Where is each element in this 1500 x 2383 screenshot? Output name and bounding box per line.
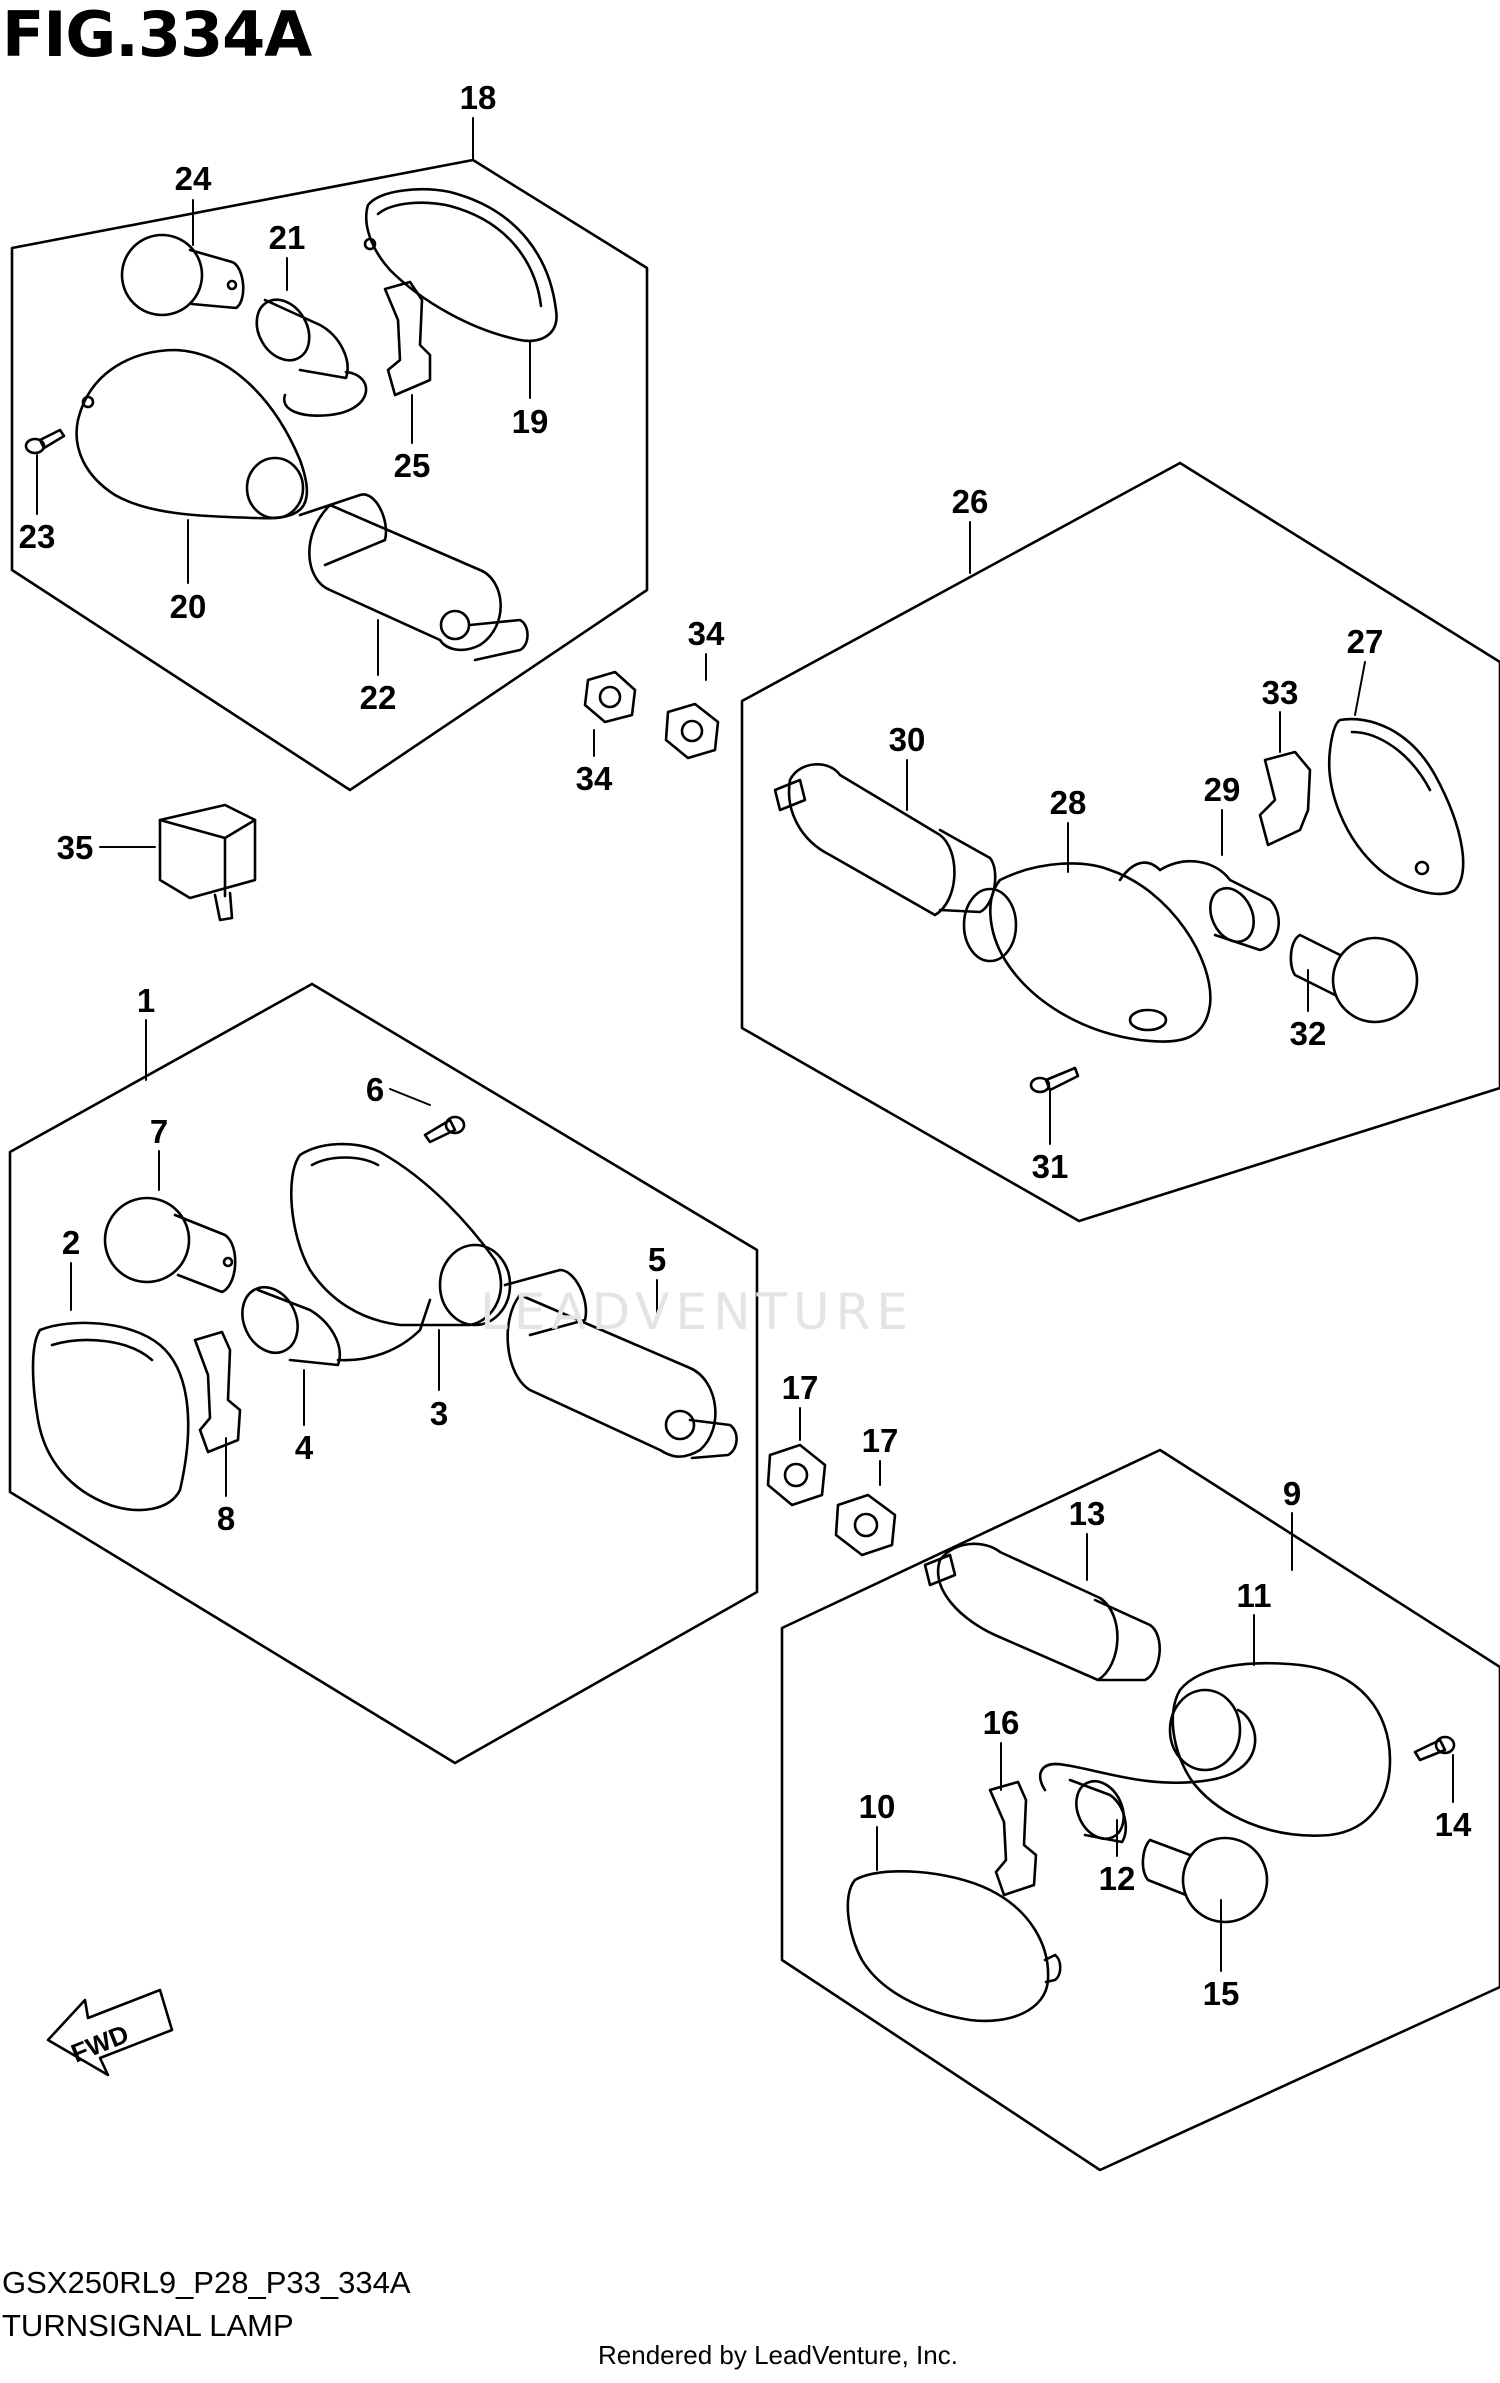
group-frame-1 [8, 982, 759, 1765]
housing-28 [962, 862, 1212, 1043]
screw-14 [1413, 1735, 1456, 1762]
callout-c5: 5 [648, 1241, 666, 1278]
callout-c2: 2 [62, 1224, 80, 1261]
clip-16 [988, 1780, 1038, 1897]
group-frame-9 [780, 1448, 1500, 2172]
bulb-15 [1141, 1836, 1269, 1924]
callout-c26: 26 [952, 483, 989, 520]
rendered-by-credit: Rendered by LeadVenture, Inc. [598, 2340, 958, 2370]
bulb-32 [1289, 933, 1419, 1024]
group-frame-18 [10, 158, 649, 792]
socket-29 [1118, 859, 1280, 952]
callout-c33: 33 [1262, 674, 1299, 711]
lens-27 [1327, 717, 1465, 896]
callout-c30: 30 [889, 721, 926, 758]
nut-17-lower [834, 1493, 897, 1557]
figure-title: FIG.334A [2, 0, 312, 71]
callout-c27: 27 [1347, 623, 1384, 660]
housing-20 [75, 348, 309, 520]
relay-35 [158, 803, 257, 922]
callout-c18: 18 [460, 79, 497, 116]
callout-c17a: 17 [782, 1369, 819, 1406]
callout-labels: 1824211925232022263434273330292835323116… [19, 79, 1472, 2012]
callout-c13: 13 [1069, 1495, 1106, 1532]
callout-c12: 12 [1099, 1860, 1136, 1897]
clip-33 [1258, 750, 1312, 847]
callout-c14: 14 [1435, 1806, 1472, 1843]
screw-31 [1029, 1066, 1080, 1094]
wire-harness [1039, 1708, 1257, 1792]
clip-8 [193, 1330, 242, 1454]
callout-c34a: 34 [688, 615, 725, 652]
watermark: LEADVENTURE [480, 1283, 914, 1341]
callout-c21: 21 [269, 219, 306, 256]
callout-c9: 9 [1283, 1475, 1301, 1512]
screw-23 [24, 428, 66, 455]
callout-c25: 25 [394, 447, 431, 484]
callout-c34b: 34 [576, 760, 613, 797]
group-frame-26 [740, 461, 1500, 1223]
stem-22 [298, 493, 529, 662]
callout-c32: 32 [1290, 1015, 1327, 1052]
lens-2 [31, 1321, 190, 1512]
socket-12 [1068, 1778, 1127, 1844]
callout-c19: 19 [512, 403, 549, 440]
callout-c17b: 17 [862, 1422, 899, 1459]
diagram-name: TURNSIGNAL LAMP [2, 2308, 294, 2343]
callout-c11: 11 [1237, 1577, 1272, 1614]
nut-17-upper [766, 1443, 827, 1507]
lens-19 [363, 188, 558, 343]
clip-25 [383, 280, 432, 397]
fwd-label: FWD [67, 2018, 133, 2068]
socket-21 [255, 298, 368, 417]
callout-c31: 31 [1032, 1148, 1069, 1185]
stem-13 [923, 1542, 1161, 1682]
callout-c8: 8 [217, 1500, 235, 1537]
socket-4 [241, 1285, 432, 1367]
screw-6 [423, 1115, 466, 1144]
bulb-24 [120, 233, 245, 317]
callout-c15: 15 [1203, 1975, 1240, 2012]
nut-34-lower [664, 702, 720, 760]
callout-c24: 24 [175, 160, 212, 197]
callout-c4: 4 [295, 1429, 314, 1466]
callout-c1: 1 [137, 982, 155, 1019]
callout-c16: 16 [983, 1704, 1020, 1741]
bulb-7 [103, 1196, 237, 1294]
callout-c7: 7 [150, 1113, 168, 1150]
callout-c28: 28 [1050, 784, 1087, 821]
lens-10 [846, 1869, 1062, 2023]
housing-3 [290, 1142, 512, 1327]
fwd-arrow-icon [46, 1988, 174, 2077]
callout-c23: 23 [19, 518, 56, 555]
nut-34-upper [583, 670, 637, 724]
housing-11 [1168, 1661, 1392, 1837]
callout-c3: 3 [430, 1395, 448, 1432]
callout-c6: 6 [366, 1071, 384, 1108]
callout-c22: 22 [360, 679, 397, 716]
callout-c10: 10 [859, 1788, 896, 1825]
callout-c20: 20 [170, 588, 207, 625]
diagram-code: GSX250RL9_P28_P33_334A [2, 2265, 411, 2300]
stem-30 [773, 763, 997, 917]
stem-5 [503, 1268, 738, 1460]
leader-lines [36, 117, 1454, 1972]
callout-c35: 35 [57, 829, 94, 866]
callout-c29: 29 [1204, 771, 1241, 808]
